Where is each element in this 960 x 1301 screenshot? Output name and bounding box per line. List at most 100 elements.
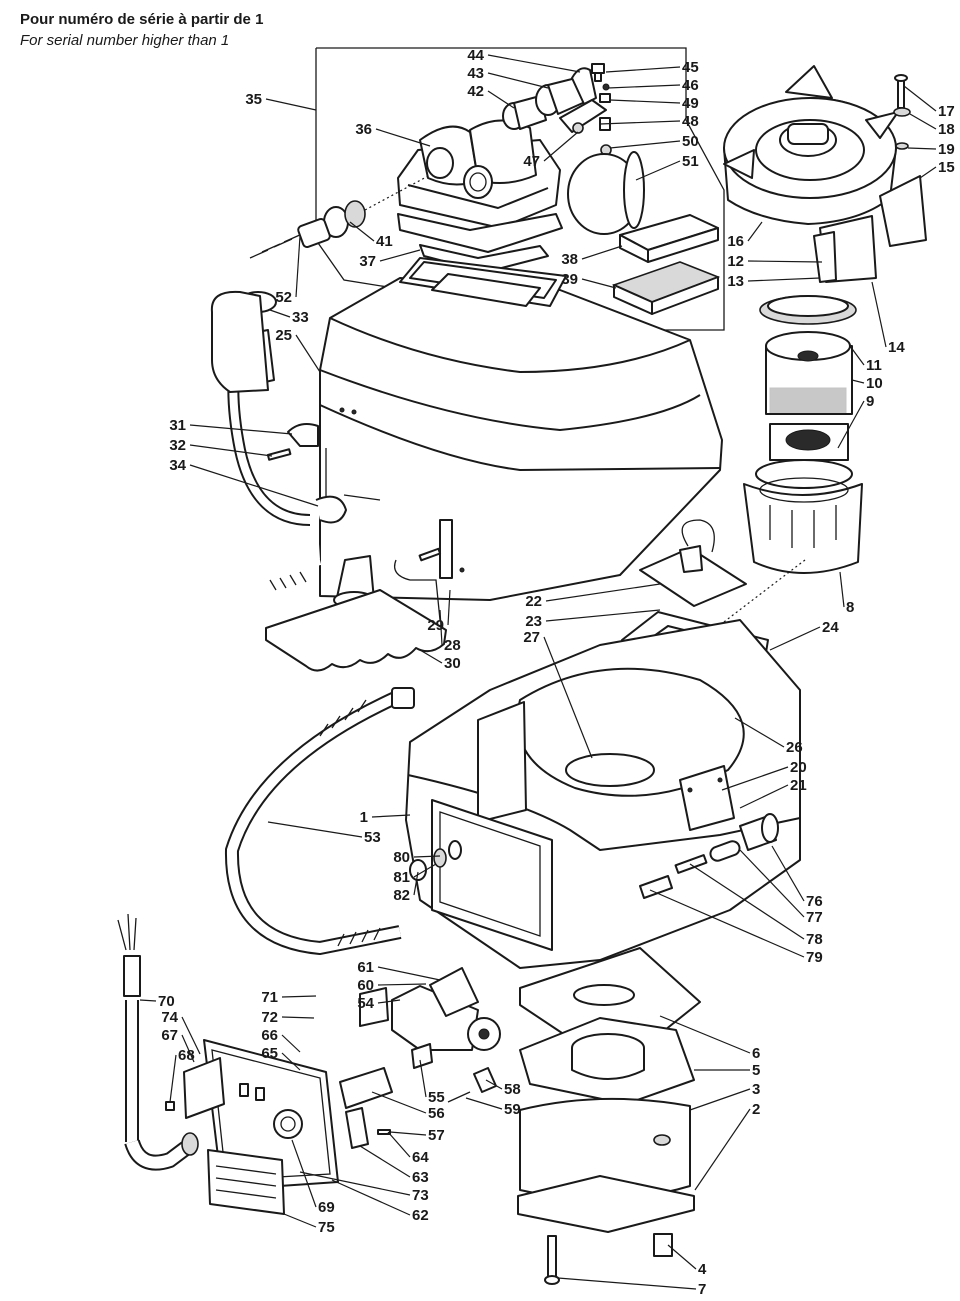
leader-23 [545, 609, 661, 622]
callout-37: 37 [359, 253, 376, 270]
callout-65: 65 [261, 1045, 278, 1062]
callout-8: 8 [846, 599, 854, 616]
leader-72 [281, 1016, 315, 1019]
leader-44 [487, 54, 581, 73]
leader-10 [851, 379, 865, 384]
motor-11-10 [759, 295, 857, 461]
leader-25 [295, 334, 321, 373]
callout-81: 81 [393, 869, 410, 886]
leader-15 [919, 166, 937, 179]
vacuum-head [397, 119, 561, 229]
callout-60: 60 [357, 977, 374, 994]
callout-38: 38 [561, 251, 578, 268]
leader-28 [439, 609, 443, 646]
callout-47: 47 [523, 153, 540, 170]
seal-37 [419, 244, 549, 273]
callout-61: 61 [357, 959, 374, 976]
callout-34: 34 [169, 457, 186, 474]
leader-49 [609, 99, 681, 104]
hose-clamp [266, 423, 347, 524]
pump-assembly [339, 967, 501, 1149]
leader-67 [181, 1034, 195, 1063]
callout-20: 20 [790, 759, 807, 776]
callout-50: 50 [682, 133, 699, 150]
callout-24: 24 [822, 619, 839, 636]
leader-46 [607, 84, 681, 89]
callout-44: 44 [467, 47, 484, 64]
callout-42: 42 [467, 83, 484, 100]
leader-71 [281, 995, 317, 998]
callout-48: 48 [682, 113, 699, 130]
callout-43: 43 [467, 65, 484, 82]
leader-68 [169, 1054, 177, 1103]
filters-38-39 [611, 214, 721, 315]
callout-17: 17 [938, 103, 955, 120]
callout-13: 13 [727, 273, 744, 290]
motor-base-8-9 [743, 459, 863, 574]
callout-35: 35 [245, 91, 262, 108]
leader-16 [747, 221, 763, 242]
solution-tank [405, 619, 801, 969]
head-gasket [397, 213, 563, 253]
callout-3: 3 [752, 1081, 760, 1098]
callout-33: 33 [292, 309, 309, 326]
leader-39 [581, 278, 617, 289]
leader-19 [907, 147, 937, 150]
callout-63: 63 [412, 1169, 429, 1186]
leader-77 [739, 849, 805, 918]
leader-63 [359, 1145, 411, 1178]
motor-cover [723, 65, 899, 225]
motor-sleeves [813, 175, 927, 283]
callout-64: 64 [412, 1149, 429, 1166]
power-cord-70 [117, 913, 199, 1171]
control-panel [165, 1039, 339, 1215]
leader-27 [543, 636, 593, 759]
callout-1: 1 [360, 809, 368, 826]
leader-45 [605, 66, 681, 73]
leader-73 [299, 1171, 411, 1196]
fitting-41 [323, 174, 431, 238]
leader-79 [649, 889, 805, 958]
callout-29: 29 [427, 617, 444, 634]
leader-4 [667, 1244, 697, 1270]
callout-22: 22 [525, 593, 542, 610]
leader-56 [371, 1091, 427, 1114]
float-ball-51 [567, 151, 645, 235]
callout-75: 75 [318, 1219, 335, 1236]
leader-57 [389, 1131, 427, 1136]
leader-76 [771, 845, 805, 902]
leader-32 [189, 444, 273, 457]
leader-58 [485, 1079, 503, 1090]
leader-43 [487, 72, 549, 89]
callout-70: 70 [158, 993, 175, 1010]
leader-14 [871, 281, 887, 348]
callout-4: 4 [698, 1261, 707, 1278]
leader-62 [331, 1179, 411, 1216]
leader-6 [659, 1015, 751, 1054]
leader-9 [837, 400, 865, 449]
leader-74 [181, 1016, 201, 1055]
callout-19: 19 [938, 141, 955, 158]
leader-13 [747, 277, 821, 282]
callout-32: 32 [169, 437, 186, 454]
callout-31: 31 [169, 417, 186, 434]
float-bracket [393, 519, 453, 621]
callout-49: 49 [682, 95, 699, 112]
leader-70 [139, 999, 157, 1002]
callout-21: 21 [790, 777, 807, 794]
leader-51 [635, 160, 681, 181]
callout-16: 16 [727, 233, 744, 250]
callout-58: 58 [504, 1081, 521, 1098]
callout-72: 72 [261, 1009, 278, 1026]
callout-39: 39 [561, 271, 578, 288]
callout-59: 59 [504, 1101, 521, 1118]
leader-41 [349, 221, 375, 242]
fittings-42-44 [502, 67, 612, 156]
leader-54 [377, 999, 401, 1004]
leader-31 [189, 424, 293, 435]
leader-33 [269, 309, 291, 318]
callout-25: 25 [275, 327, 292, 344]
leader-22 [545, 583, 661, 602]
leader-38 [581, 245, 623, 260]
callout-9: 9 [866, 393, 874, 410]
